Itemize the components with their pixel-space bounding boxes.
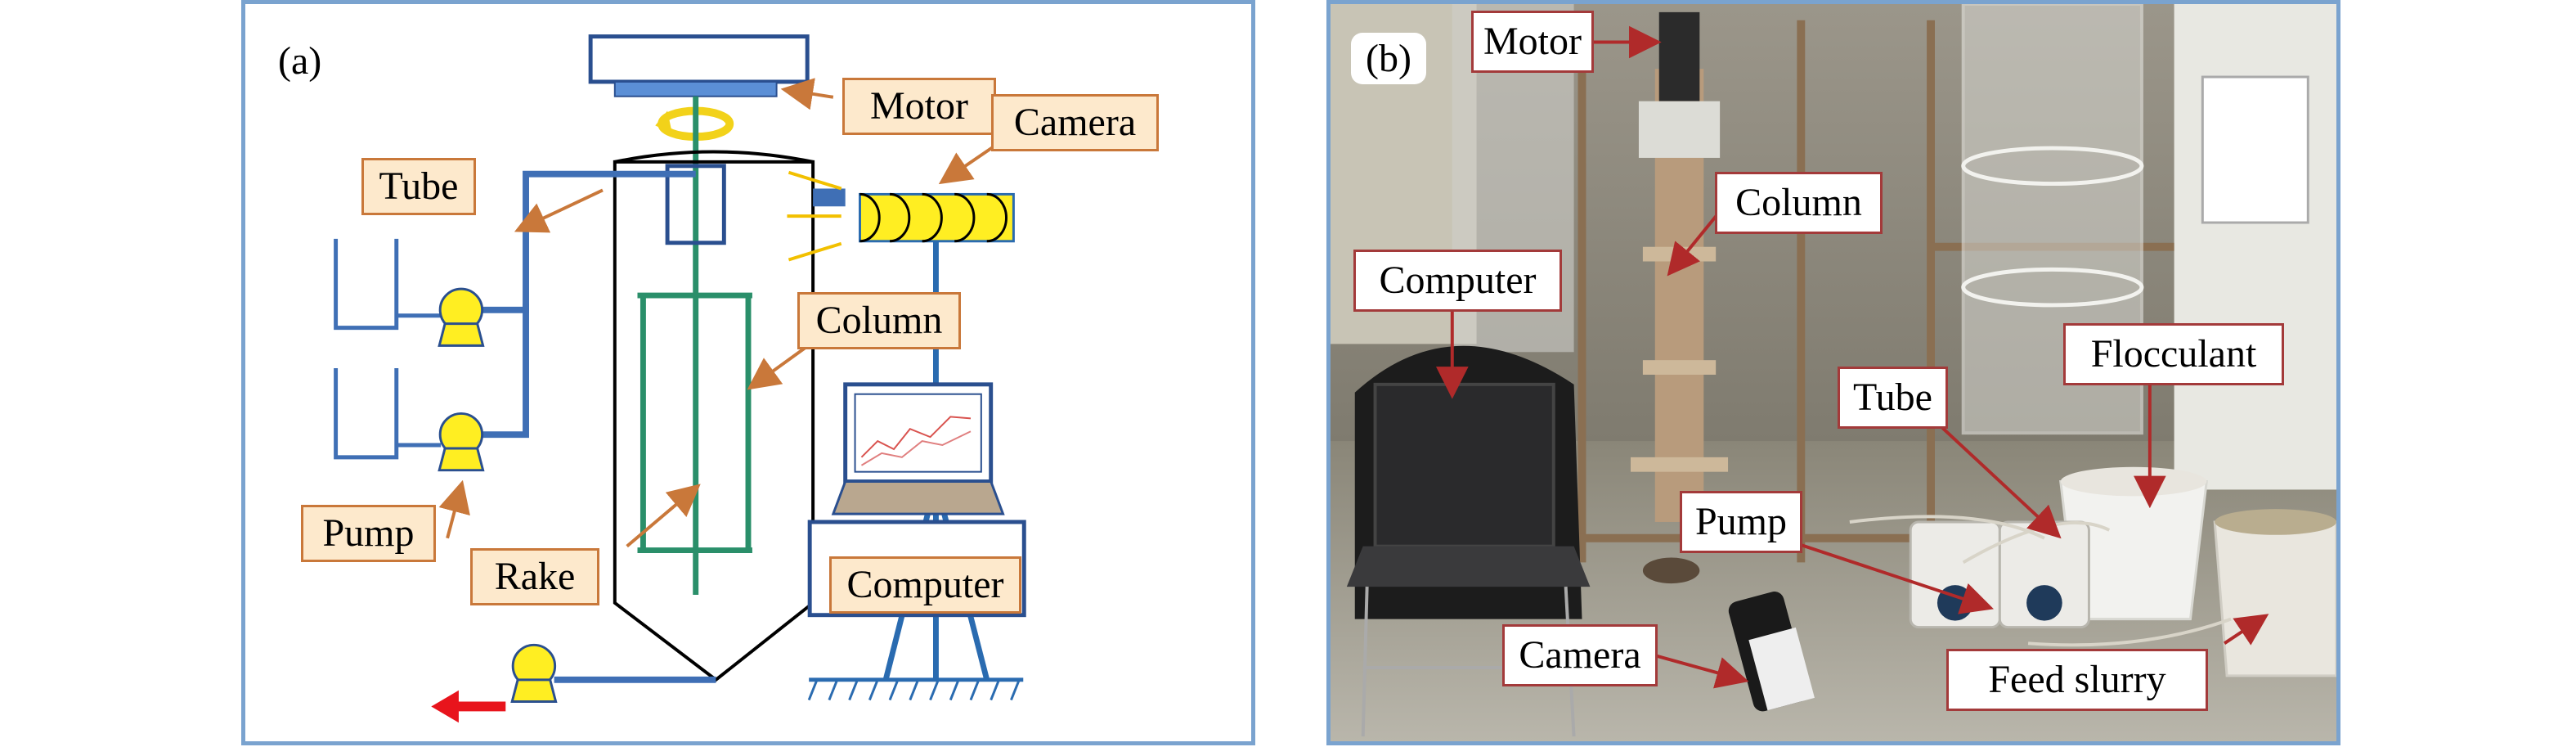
column-body (613, 160, 815, 682)
callout-pump: Pump (301, 505, 436, 562)
callout-column: Column (797, 292, 961, 349)
callout-camera: Camera (991, 94, 1159, 151)
photo-label-computer: Computer (1353, 250, 1562, 312)
motor-housing (588, 34, 810, 84)
tank-1 (334, 238, 399, 331)
callout-motor: Motor (842, 78, 996, 135)
callout-rake: Rake (470, 548, 599, 605)
panel-a-letter: (a) (278, 39, 322, 83)
photo-label-feed-slurry: Feed slurry (1946, 649, 2208, 711)
tank-2 (334, 368, 399, 460)
discharge-arrow (431, 690, 506, 723)
panel-b-photo: (b) Motor Column Computer Flocculant Tub… (1326, 0, 2340, 745)
flocculant-tube (464, 303, 529, 439)
feed-well (665, 164, 726, 245)
panel-a-schematic: (a) Motor Camera Tube Column Pump Rake C… (241, 0, 1255, 745)
photo-label-camera: Camera (1502, 624, 1658, 686)
motor-base (613, 80, 778, 97)
photo-label-column: Column (1715, 172, 1883, 234)
pump-3 (510, 643, 558, 704)
pump-1 (438, 287, 485, 347)
callout-tube: Tube (361, 158, 476, 215)
feed-tube (464, 170, 696, 313)
overflow-outlet (813, 188, 846, 207)
photo-label-tube: Tube (1838, 367, 1948, 429)
photo-label-flocculant: Flocculant (2063, 323, 2284, 385)
computer-keyboard (831, 480, 1005, 515)
pump-2 (438, 412, 485, 472)
callout-computer: Computer (829, 556, 1021, 614)
photo-label-motor: Motor (1471, 11, 1594, 73)
photo-label-pump: Pump (1680, 491, 1802, 553)
panel-b-letter: (b) (1351, 33, 1426, 84)
schematic-drawing (334, 34, 1026, 723)
